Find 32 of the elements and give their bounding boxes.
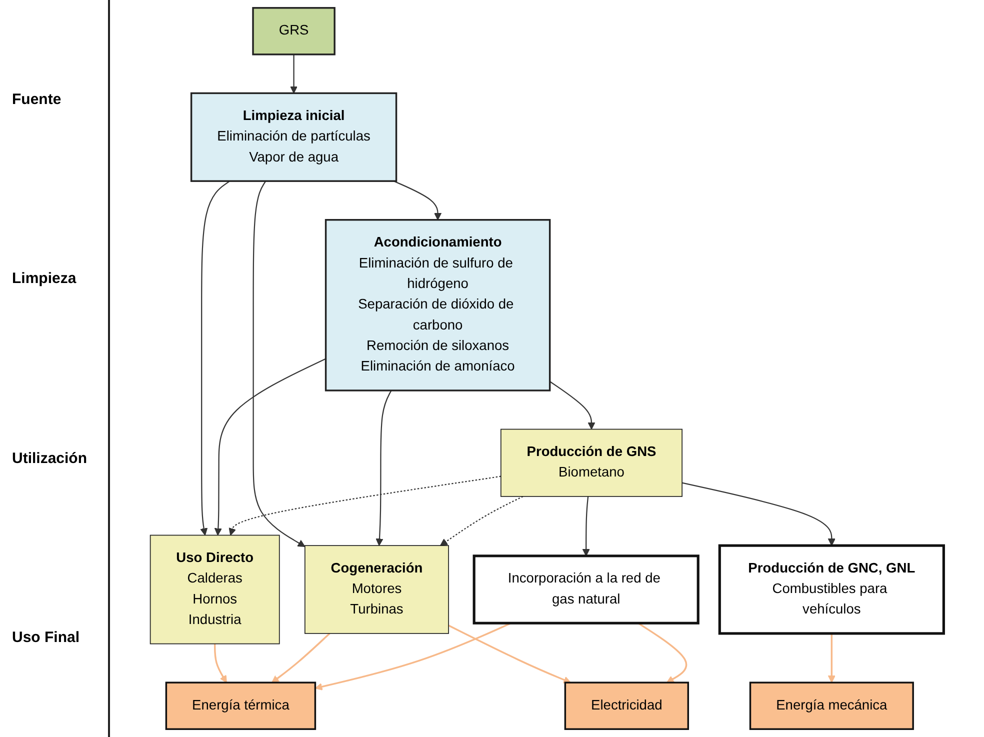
arrow (214, 358, 326, 536)
arrow (550, 381, 596, 430)
node-box: Energía térmica (165, 682, 316, 730)
row-label: Uso Final (11, 628, 81, 646)
arrow (214, 644, 227, 683)
arrow (582, 496, 590, 556)
arrow (394, 180, 442, 220)
arrow (448, 624, 571, 684)
arrow (440, 496, 524, 546)
row-label: Utilización (11, 450, 88, 467)
arrow (314, 622, 512, 690)
node-box: Incorporación a la red de gas natural (472, 554, 700, 624)
arrow (376, 390, 392, 546)
arrow (228, 476, 501, 536)
arrow (638, 622, 688, 683)
node-box: Cogeneración Motores Turbinas (304, 545, 449, 634)
row-label: Limpieza (11, 270, 78, 288)
arrow (682, 482, 836, 546)
arrow (200, 180, 230, 536)
node-box: Producción de GNC, GNL Combustibles para vehículos (718, 544, 945, 635)
node-box: GRS (252, 7, 336, 56)
arrow (272, 632, 330, 683)
node-box: Electricidad (564, 682, 689, 730)
arrow (252, 180, 306, 547)
arrow (290, 54, 298, 94)
row-label: Fuente (11, 91, 62, 108)
node-box: Energía mecánica (749, 682, 914, 730)
node-box: Uso Directo Calderas Hornos Industria (150, 534, 280, 644)
node-box: Producción de GNS Biometano (500, 428, 682, 497)
arrow (828, 633, 836, 683)
node-box: Acondicionamiento Eliminación de sulfuro de hidrógeno Separación de dióxido de carbono Remoción de siloxanos Eliminación de amoníaco (324, 219, 551, 392)
node-box: Limpieza inicial Eliminación de partículas Vapor de agua (190, 92, 398, 182)
